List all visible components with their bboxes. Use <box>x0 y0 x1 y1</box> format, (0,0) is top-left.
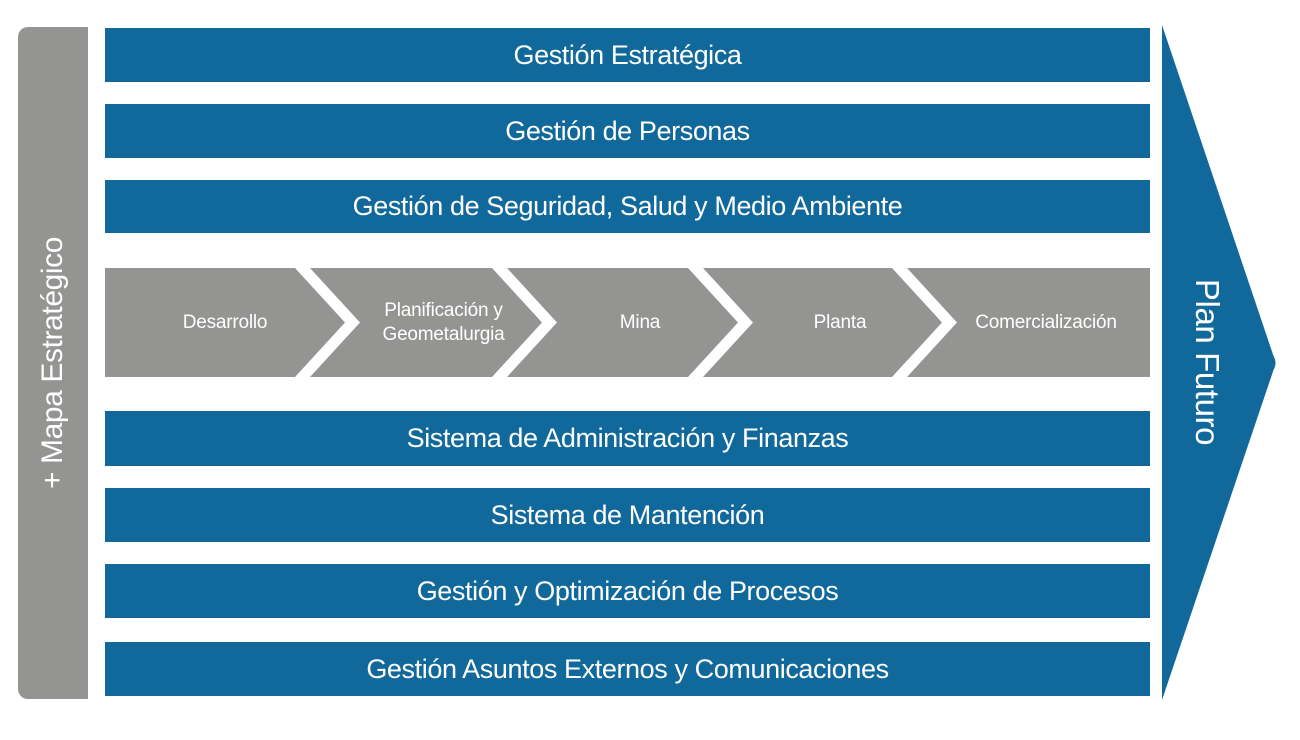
bar-gestion-optimizacion-label: Gestión y Optimización de Procesos <box>416 575 839 606</box>
bar-gestion-estrategica: Gestión Estratégica <box>105 28 1150 82</box>
mapa-estrategico-label: + Mapa Estratégico <box>36 236 69 490</box>
chevron-label-planta: Planta <box>813 311 867 333</box>
chevron-label-planificacion-geometalurgia: Planificación y Geometalurgia <box>382 300 505 345</box>
chevron-segment-desarrollo <box>105 268 345 377</box>
bar-gestion-de-personas: Gestión de Personas <box>105 104 1150 158</box>
bar-gestion-asuntos-externos-label: Gestión Asuntos Externos y Comunicacione… <box>366 653 889 684</box>
bar-sistema-administracion-label: Sistema de Administración y Finanzas <box>406 423 849 453</box>
bar-gestion-estrategica-label: Gestión Estratégica <box>513 39 742 70</box>
bar-gestion-seguridad-salud-medio-ambiente: Gestión de Seguridad, Salud y Medio Ambi… <box>105 180 1150 233</box>
bar-sistema-mantencion-label: Sistema de Mantención <box>490 499 765 530</box>
plan-futuro-arrow <box>1162 25 1276 700</box>
bar-gestion-asuntos-externos: Gestión Asuntos Externos y Comunicacione… <box>105 642 1150 696</box>
value-chain: Desarrollo Planificación y Geometalurgia… <box>105 268 1150 377</box>
plan-futuro-label: Plan Futuro <box>1189 278 1226 446</box>
bar-gestion-optimizacion-procesos: Gestión y Optimización de Procesos <box>105 564 1150 618</box>
chevron-label-comercializacion: Comercialización <box>975 311 1117 333</box>
chevron-label-mina: Mina <box>619 311 661 333</box>
bar-sistema-administracion-finanzas: Sistema de Administración y Finanzas <box>105 411 1150 466</box>
chevron-label-desarrollo: Desarrollo <box>182 311 268 333</box>
bar-gestion-de-personas-label: Gestión de Personas <box>505 115 750 146</box>
bar-sistema-mantencion: Sistema de Mantención <box>105 488 1150 542</box>
bar-gestion-seguridad-label: Gestión de Seguridad, Salud y Medio Ambi… <box>352 191 903 221</box>
mapa-estrategico-bar[interactable]: + Mapa Estratégico <box>18 27 88 699</box>
